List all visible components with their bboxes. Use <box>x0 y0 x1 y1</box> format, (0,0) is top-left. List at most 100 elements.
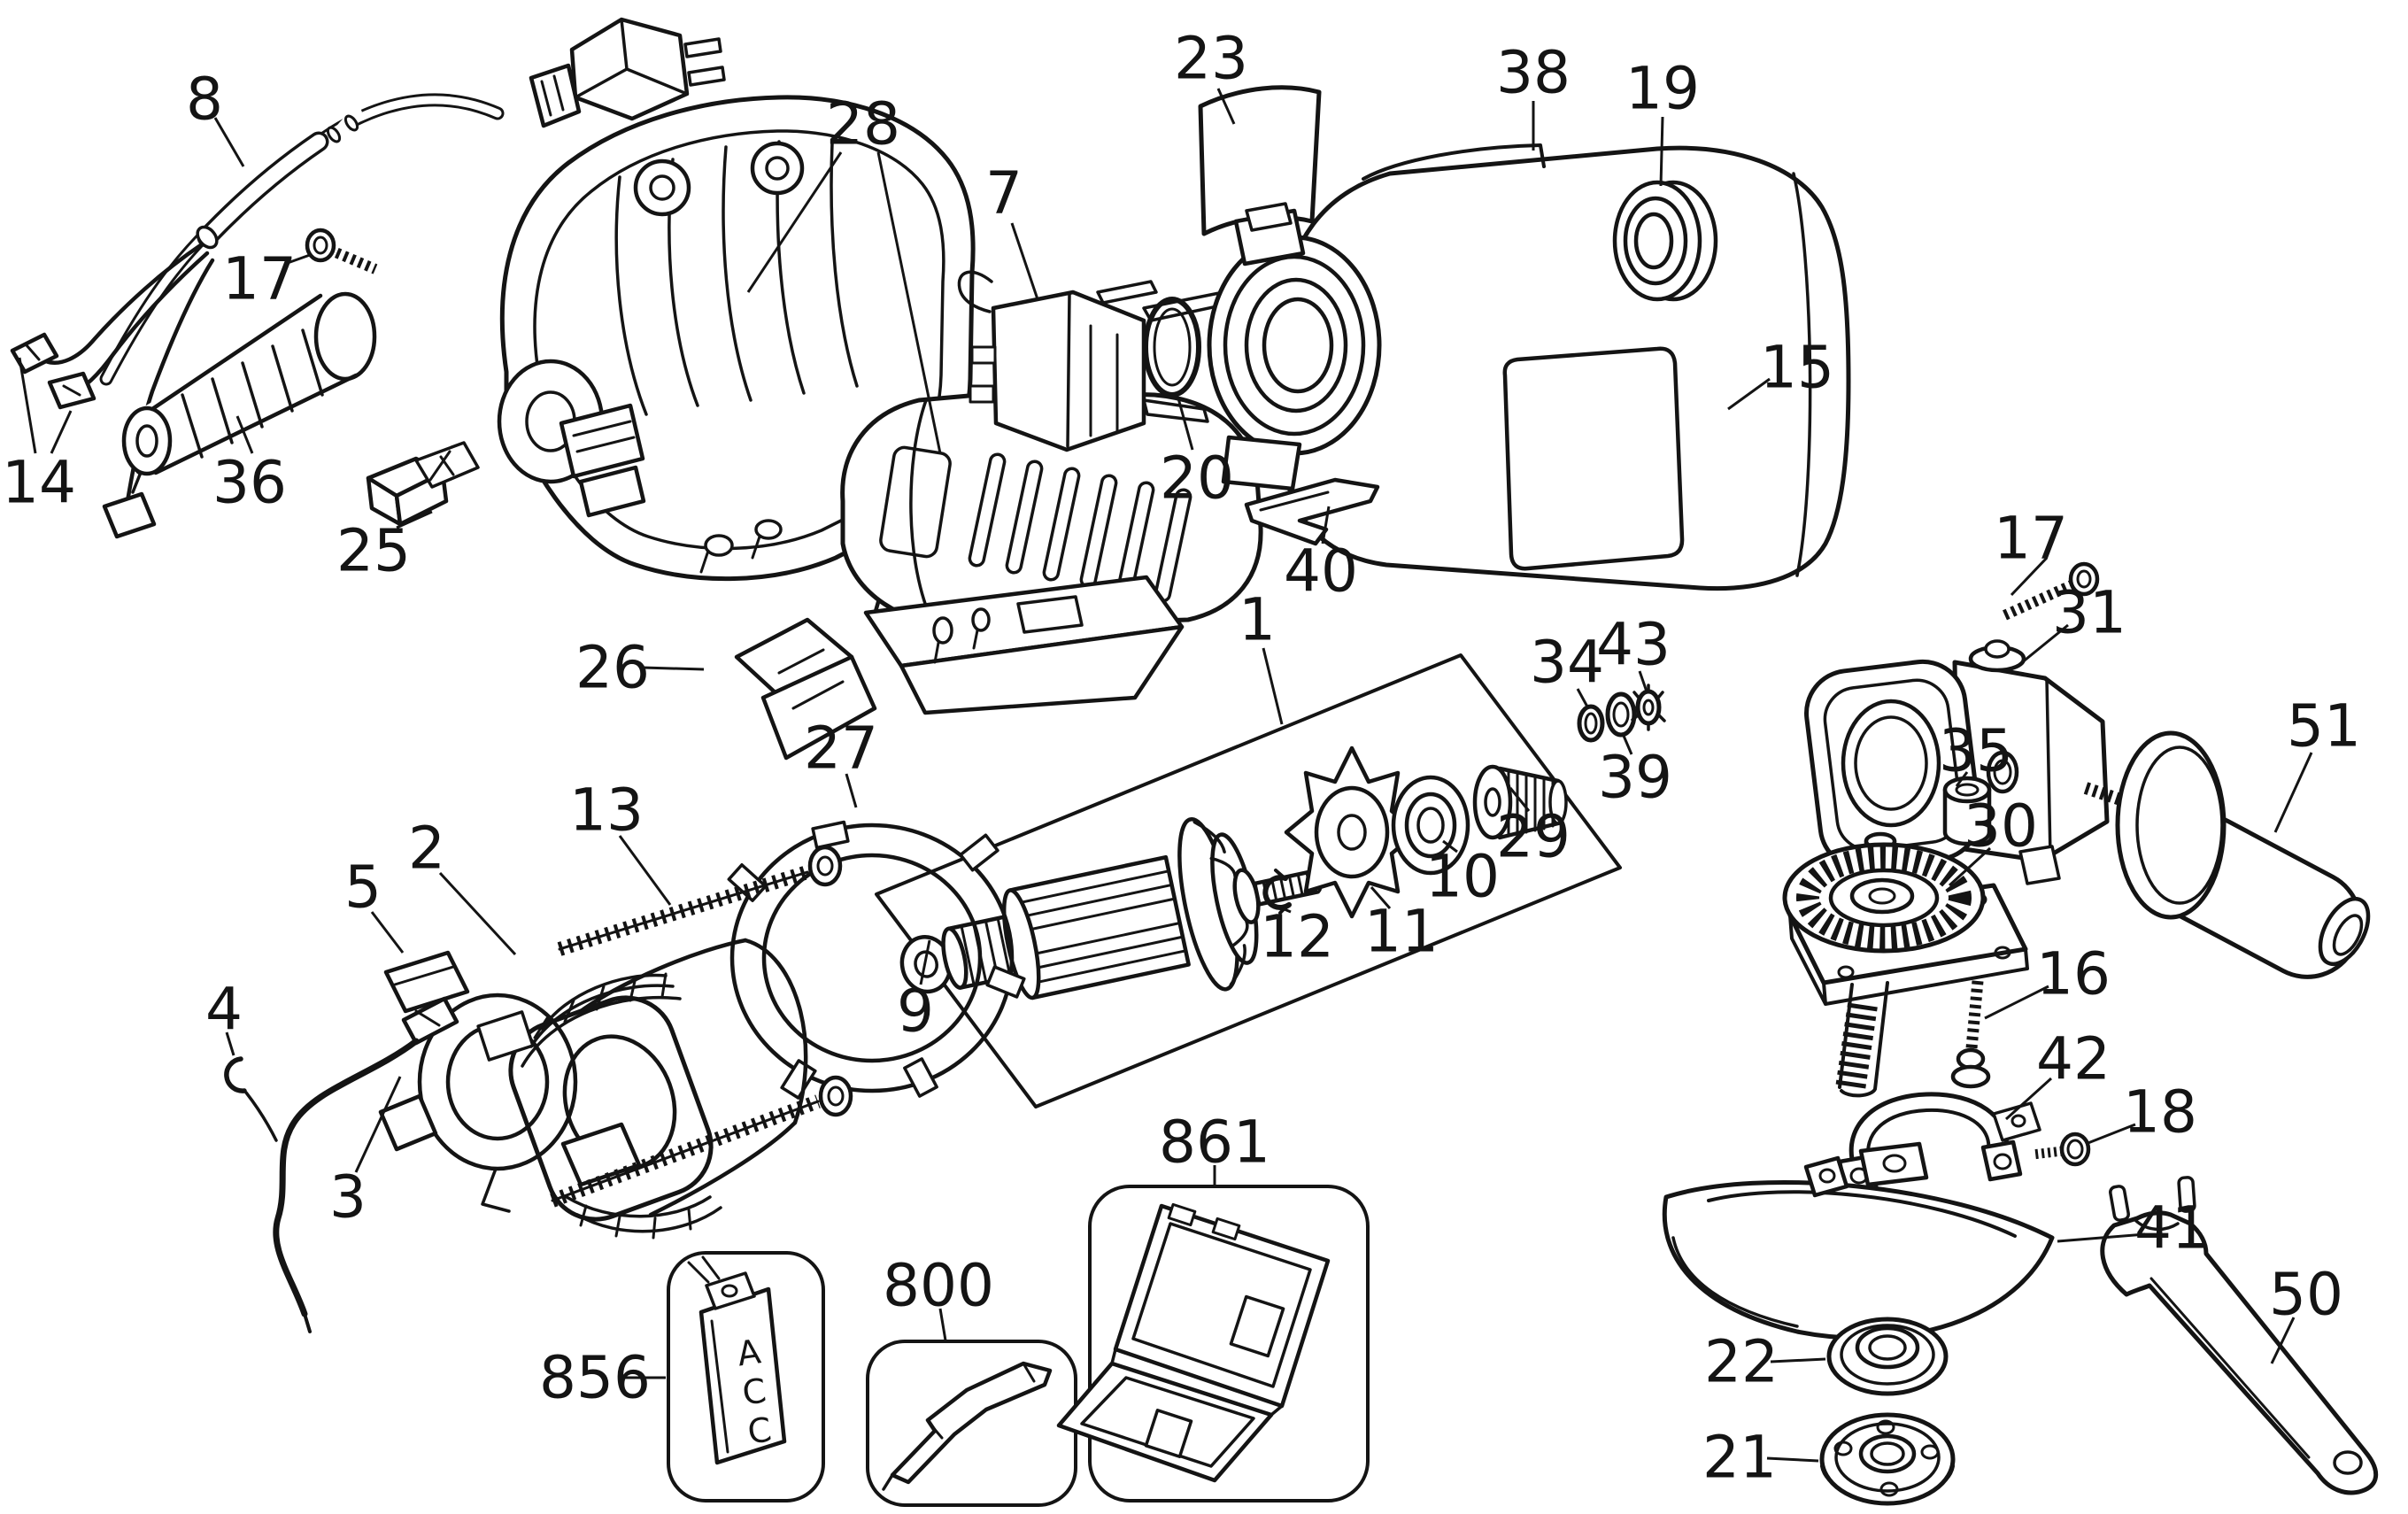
vent-slot <box>1005 460 1044 575</box>
leader-line-15 <box>1727 377 1771 411</box>
part-label-13: 13 <box>569 776 644 845</box>
part-label-17: 17 <box>222 245 297 313</box>
part-label-4: 4 <box>205 976 243 1044</box>
acc-letter: A <box>735 1332 763 1373</box>
leader-line-9 <box>919 939 931 985</box>
leader-line-30 <box>1948 846 1992 887</box>
part-label-16: 16 <box>2036 940 2111 1008</box>
part-label-1: 1 <box>1239 586 1276 654</box>
part-label-7: 7 <box>985 159 1023 228</box>
part-30-spindle-gear <box>1782 831 2029 1098</box>
leader-line-41 <box>2057 1232 2146 1243</box>
part-label-11: 11 <box>1364 898 1439 966</box>
leader-line-7 <box>1010 222 1039 300</box>
part-43-lock-nut <box>1631 684 1666 731</box>
leader-line-27 <box>845 773 858 808</box>
leader-line-28 <box>746 151 843 293</box>
part-1-armature-assembly <box>875 653 1622 1108</box>
part-label-2: 2 <box>408 815 445 883</box>
wrench-pin <box>2109 1185 2130 1222</box>
part-label-22: 22 <box>1704 1328 1779 1396</box>
field-case-front <box>1207 202 1382 491</box>
part-label-39: 39 <box>1598 744 1672 812</box>
part-2-field <box>508 938 808 1240</box>
leader-line-34 <box>1576 688 1590 709</box>
wrench-pin <box>2177 1176 2196 1213</box>
part-39-washer <box>1605 691 1637 738</box>
part-label-26: 26 <box>575 634 650 702</box>
acc-letter: C <box>745 1410 774 1451</box>
part-40-brush-arm <box>1244 477 1380 546</box>
leader-line-17 <box>2010 556 2049 597</box>
part-label-10: 10 <box>1425 843 1500 911</box>
leader-line-12 <box>1277 905 1292 914</box>
leader-line-25 <box>396 510 433 529</box>
part-label-38: 38 <box>1496 39 1571 107</box>
leader-line-14 <box>18 357 37 454</box>
lead-wire <box>43 242 205 365</box>
leader-line-21 <box>1766 1456 1819 1463</box>
part-18-screw <box>2032 1132 2091 1167</box>
leader-line-800 <box>938 1308 947 1341</box>
part-19-ring <box>1612 180 1718 302</box>
part-4-clip <box>224 1056 278 1142</box>
leader-line-31 <box>2016 623 2069 668</box>
leader-line-17 <box>284 253 311 266</box>
leader-line-36 <box>235 415 254 454</box>
part-label-28: 28 <box>826 90 900 158</box>
part-13-screws <box>550 845 853 1208</box>
part-label-31: 31 <box>2052 579 2126 647</box>
part-label-23: 23 <box>1174 25 1248 93</box>
part-11-baffle-plate <box>1284 745 1420 919</box>
leader-line-3 <box>354 1076 402 1173</box>
leader-line-20 <box>1177 398 1194 451</box>
part-16-screw <box>1950 980 1991 1089</box>
leader-line-23 <box>1216 88 1236 125</box>
part-label-29: 29 <box>1496 803 1571 871</box>
leader-line-8 <box>213 117 245 167</box>
acc-letter: C <box>740 1371 768 1412</box>
leader-line-1 <box>1262 647 1284 725</box>
part-21-flange-nut <box>1819 1412 1956 1506</box>
part-14-terminals <box>10 332 157 539</box>
leader-line-26 <box>642 666 705 671</box>
part-label-8: 8 <box>186 66 223 134</box>
part-label-30: 30 <box>1964 792 2038 861</box>
part-25-brush-holder <box>366 441 480 527</box>
part-label-14: 14 <box>2 449 76 517</box>
leader-line-51 <box>2273 752 2313 833</box>
part-label-856: 856 <box>539 1344 651 1412</box>
part-10-bearing <box>1391 775 1470 876</box>
part-20-o-ring <box>1143 297 1201 398</box>
part-label-34: 34 <box>1530 629 1604 697</box>
part-22-inner-flange <box>1826 1317 1949 1396</box>
part-8-power-cord <box>10 17 726 539</box>
part-17-screw-right <box>2000 561 2100 622</box>
leader-line-29 <box>1509 787 1531 812</box>
plug-prong <box>683 37 722 58</box>
part-51-side-handle <box>2083 730 2371 979</box>
part-label-800: 800 <box>883 1252 994 1320</box>
part-label-17: 17 <box>1994 505 2068 573</box>
leader-line-14 <box>50 410 73 454</box>
leader-line-2 <box>438 871 517 956</box>
leader-line-19 <box>1659 116 1664 187</box>
vent-slot <box>968 452 1007 568</box>
leader-line-13 <box>618 835 672 906</box>
part-label-35: 35 <box>1939 717 2013 785</box>
part-label-20: 20 <box>1160 444 1234 513</box>
part-50-wrench <box>2100 1176 2378 1495</box>
part-label-861: 861 <box>1159 1108 1270 1177</box>
part-17-screw-left <box>305 228 378 274</box>
part-label-43: 43 <box>1596 611 1671 679</box>
leader-line-43 <box>1638 670 1648 692</box>
leader-line-4 <box>225 1031 235 1056</box>
leader-line-35 <box>1955 771 1969 787</box>
part-35-spacer <box>1942 776 1992 846</box>
part-31-gear-case <box>1804 639 2110 885</box>
part-34-washer <box>1577 704 1605 743</box>
part-label-27: 27 <box>804 715 878 783</box>
vent-slot <box>1042 467 1081 582</box>
leader-line-11 <box>1370 886 1392 909</box>
